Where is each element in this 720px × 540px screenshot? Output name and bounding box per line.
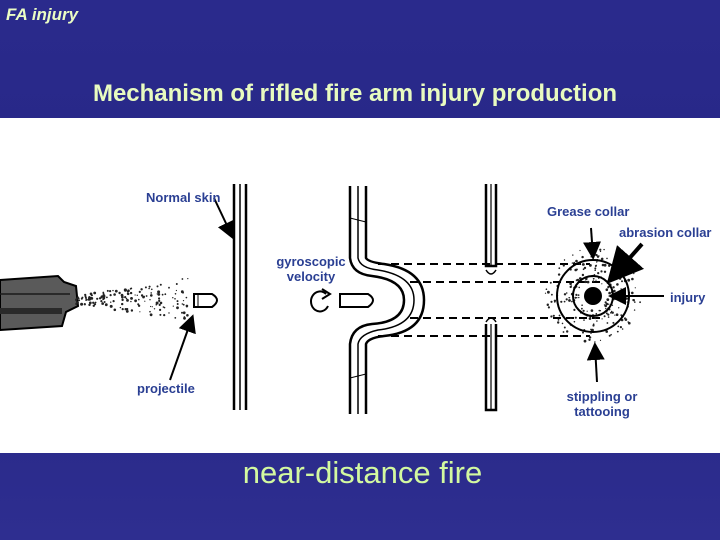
label-gyroscopic-velocity: gyroscopic velocity: [276, 254, 346, 284]
gunpowder-spray: [75, 278, 189, 320]
slide-title: Mechanism of rifled fire arm injury prod…: [92, 80, 618, 107]
label-injury: injury: [670, 290, 706, 305]
skin-indentation: [348, 186, 426, 414]
label-normal-skin: Normal skin: [146, 190, 221, 205]
projectile-icon: [193, 293, 218, 308]
entering-projectile-icon: [339, 293, 374, 308]
rotation-arrow-icon: [310, 288, 332, 313]
projection-lines: [378, 263, 600, 337]
slide-caption: near-distance fire: [242, 455, 483, 490]
gun-muzzle-icon: [0, 274, 80, 332]
skin-arrow: [213, 197, 235, 240]
label-abrasion-collar: abrasion collar: [619, 225, 712, 240]
wound-face-view: [556, 259, 630, 333]
label-projectile: projectile: [137, 381, 195, 396]
grease-collar-arrow: [583, 227, 601, 260]
diagram-panel: Normal skin Grease collar abrasion colla…: [0, 118, 720, 453]
slide-corner-title: FA injury: [6, 5, 79, 24]
label-grease-collar: Grease collar: [547, 204, 630, 219]
projectile-arrow: [169, 314, 196, 381]
label-stippling: stippling or tattooing: [566, 389, 638, 419]
diagram-drawing: [0, 184, 664, 414]
stippling-arrow: [586, 342, 605, 383]
abrasion-collar-arrow: [606, 242, 645, 284]
perforated-skin-section: [484, 184, 498, 412]
normal-skin-layer: [232, 184, 248, 410]
